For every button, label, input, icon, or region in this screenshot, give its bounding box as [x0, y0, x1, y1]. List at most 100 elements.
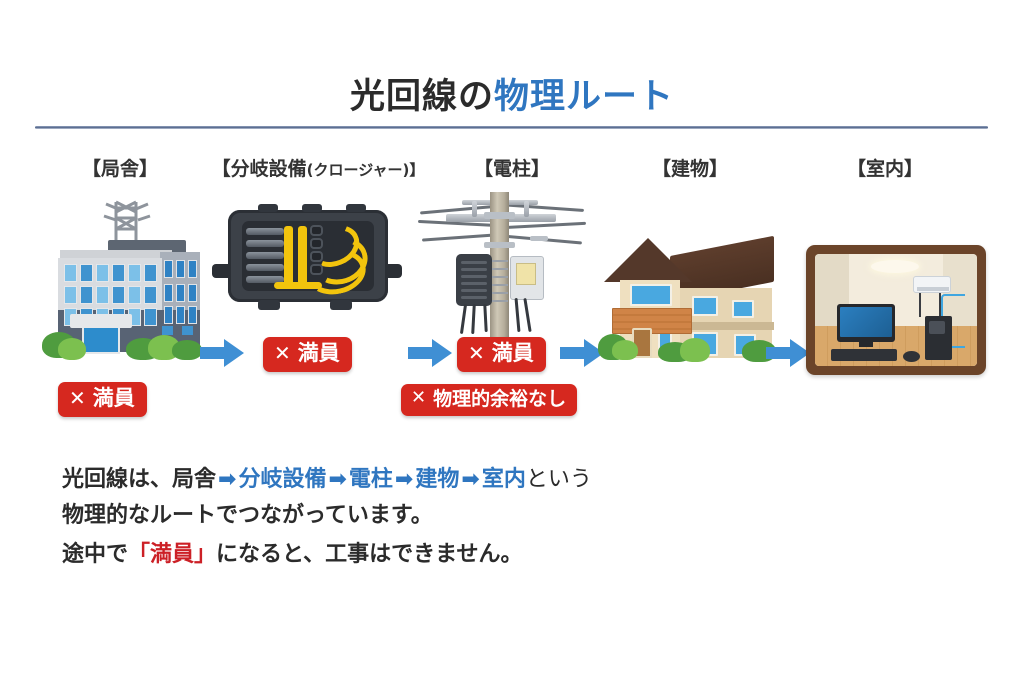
- closure-latch: [346, 204, 366, 212]
- house-window: [692, 296, 718, 316]
- status-badge-station-full: ✕ 満員: [58, 382, 147, 418]
- telecom-office-building-illustration: [42, 192, 212, 367]
- building-window-row: [64, 286, 157, 304]
- overhead-wire: [499, 221, 587, 230]
- pole-brace: [524, 201, 529, 217]
- flow-arrow: [766, 338, 810, 368]
- cross-icon: ✕: [69, 385, 86, 410]
- fiber-closure-box-illustration: [212, 202, 402, 322]
- house-gable-roof: [604, 238, 692, 282]
- closure-latch: [258, 204, 278, 212]
- drop-cable: [514, 297, 521, 333]
- room-inner: [815, 254, 977, 366]
- overhead-wire: [421, 233, 497, 242]
- splice-port: [310, 225, 323, 236]
- pole-terminal-cabinet: [510, 256, 544, 300]
- cabinet-panel: [516, 263, 536, 285]
- inline-arrow-icon: ➡: [394, 467, 414, 492]
- splice-tray: [246, 228, 284, 235]
- bush-icon: [172, 340, 202, 360]
- cross-icon: ✕: [468, 340, 485, 365]
- utility-pole-illustration: [417, 192, 587, 342]
- building-entrance-door: [82, 326, 120, 354]
- closure-latch: [302, 204, 322, 212]
- house-eave-band: [678, 322, 774, 330]
- status-badge-label: 満員: [297, 341, 340, 365]
- building-entrance-canopy: [70, 314, 132, 328]
- mouse-icon: [903, 351, 920, 362]
- house-window: [732, 300, 754, 318]
- drop-cable: [471, 303, 476, 335]
- drop-cable: [523, 297, 532, 333]
- building-side-window-row: [164, 284, 197, 302]
- splice-port: [310, 251, 323, 262]
- fiber-cable: [298, 226, 307, 288]
- pole-band: [484, 242, 515, 248]
- bush-icon: [680, 338, 710, 362]
- bush-icon: [58, 338, 86, 360]
- status-badge-pole-no-capacity: ✕ 物理的余裕なし: [401, 384, 578, 416]
- pole-insulator: [530, 236, 548, 241]
- drop-cable: [459, 303, 468, 335]
- splice-tray: [246, 276, 284, 283]
- air-conditioner-icon: [913, 276, 951, 293]
- flow-arrow: [408, 338, 452, 368]
- building-side-window-row: [164, 306, 197, 324]
- inline-arrow-icon: ➡: [218, 467, 237, 492]
- stage-label-building: 【建物】: [651, 158, 728, 180]
- stage-label-indoor: 【室内】: [846, 158, 923, 180]
- building-basement-window: [182, 326, 193, 335]
- title-divider: [35, 126, 988, 129]
- flow-arrow: [560, 338, 604, 368]
- splice-port: [310, 238, 323, 249]
- inline-arrow-icon: ➡: [461, 467, 480, 492]
- house-window: [630, 284, 672, 306]
- building-basement-window: [162, 326, 173, 335]
- summary-line-1: 光回線は、局舎➡分岐設備➡電柱➡建物➡室内という: [62, 467, 592, 492]
- ac-cord: [919, 293, 921, 317]
- inline-arrow-icon: ➡: [328, 467, 347, 492]
- house-balcony: [612, 308, 692, 334]
- summary-paragraph: 光回線は、局舎➡分岐設備➡電柱➡建物➡室内という 物理的なルートでつながっていま…: [62, 462, 962, 573]
- fiber-cable: [284, 226, 293, 288]
- room-interior-illustration: [806, 245, 986, 375]
- building-side-window-row: [164, 260, 197, 278]
- ac-cord: [939, 293, 941, 317]
- pole-brace: [472, 201, 477, 217]
- status-badge-pole-full: ✕ 満員: [457, 337, 546, 373]
- drop-cable: [483, 303, 488, 333]
- stage-label-station: 【局舎】: [81, 158, 158, 180]
- flow-arrow: [200, 338, 244, 368]
- pole-splitter-box: [456, 254, 492, 306]
- page-title: 光回線の物理ルート: [0, 68, 1024, 119]
- fiber-cable: [274, 282, 322, 289]
- keyboard-icon: [831, 349, 897, 361]
- monitor-icon: [837, 304, 895, 342]
- splice-tray: [246, 264, 284, 271]
- stage-label-closure: 【分岐設備(クロージャー)】: [211, 158, 425, 180]
- summary-line-2: 物理的なルートでつながっています。: [62, 502, 433, 528]
- closure-latch: [258, 300, 280, 310]
- pole-band: [484, 212, 515, 219]
- pole-step-bolts: [491, 258, 508, 302]
- cross-icon: ✕: [411, 387, 427, 409]
- status-badge-label: 満員: [491, 341, 534, 365]
- summary-line-3: 途中で「満員」になると、工事はできません。: [62, 542, 523, 568]
- title-plain: 光回線の: [349, 77, 494, 117]
- splice-tray: [246, 252, 284, 259]
- status-badge-closure-full: ✕ 満員: [263, 337, 352, 373]
- pole-mast: [490, 192, 509, 342]
- desktop-tower-icon: [925, 316, 952, 360]
- status-badge-label: 満員: [92, 386, 135, 410]
- ceiling-light-icon: [871, 260, 919, 273]
- monitor-stand: [859, 342, 873, 347]
- route-diagram: 【局舎】 【分岐設備(クロージャー)】 【電柱】 【建物】 【室内】: [0, 150, 1024, 440]
- splice-port: [310, 264, 323, 275]
- antenna-icon: [103, 200, 151, 242]
- title-accent: 物理ルート: [494, 77, 675, 117]
- splice-tray: [246, 240, 284, 247]
- status-badge-label: 物理的余裕なし: [433, 388, 567, 410]
- house-illustration: [598, 222, 778, 362]
- closure-latch: [330, 300, 352, 310]
